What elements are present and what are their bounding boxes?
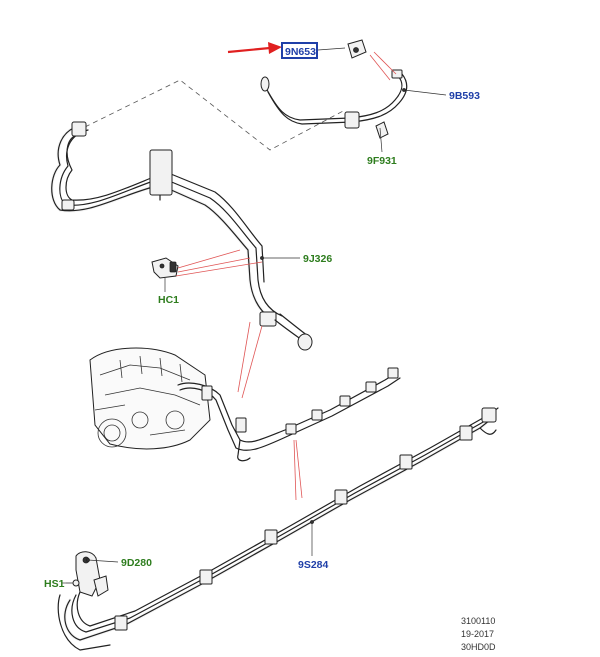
footer-line-2: 19-2017 [461, 629, 494, 639]
pipe-end-fitting [297, 333, 313, 351]
footer-line-3: 30HD0D [461, 642, 496, 652]
pipe-clip-lower [61, 199, 75, 211]
pointer-arrow [227, 42, 282, 54]
pipe-bracket-large [149, 149, 173, 196]
bracket-9d280 [75, 551, 101, 597]
lower-clip-2 [199, 569, 213, 585]
callout-9b593[interactable]: 9B593 [449, 90, 480, 102]
line-clip-e [339, 395, 351, 407]
line-clip-c [285, 423, 297, 435]
line-clip-a [201, 385, 213, 401]
callout-hs1[interactable]: HS1 [44, 578, 65, 590]
callout-9f931[interactable]: 9F931 [367, 155, 397, 167]
callout-leaders [62, 47, 447, 584]
pipe-end-cap [481, 407, 497, 423]
line-clip-g [387, 367, 399, 379]
middle-fuel-line [177, 367, 401, 462]
callout-9j326[interactable]: 9J326 [303, 253, 332, 265]
upper-hose-assembly [260, 39, 408, 139]
lower-clip-4 [334, 489, 348, 505]
highlight-box-9n653 [281, 42, 318, 59]
line-clip-d [311, 409, 323, 421]
pipe-clip-joint [259, 311, 277, 327]
lower-clip-3 [264, 529, 278, 545]
hc1-clip-part [151, 257, 179, 279]
hose-end-connector [260, 76, 270, 92]
line-clip-b [235, 417, 247, 433]
sensor-bolt [353, 47, 359, 53]
callout-hc1[interactable]: HC1 [158, 294, 179, 306]
upper-fuel-pipe-harness [50, 121, 313, 351]
footer-line-1: 3100110 [461, 616, 495, 626]
engine-block [89, 347, 211, 450]
pipe-clip-left [71, 121, 87, 137]
inline-valve [344, 111, 360, 129]
callout-9d280[interactable]: 9D280 [121, 557, 152, 569]
callout-9n653[interactable]: 9N653 [285, 46, 316, 58]
clip-hs1 [72, 579, 80, 587]
lower-fuel-pipe [57, 407, 499, 651]
lower-clip-1 [114, 615, 128, 631]
red-leader-lines [175, 51, 397, 501]
bottom-left-parts [66, 551, 109, 597]
dashed-reference-lines [84, 79, 346, 151]
bracket-9f931 [375, 121, 389, 139]
lower-clip-5 [399, 454, 413, 470]
callout-9s284[interactable]: 9S284 [298, 559, 329, 571]
line-clip-f [365, 381, 377, 393]
lower-clip-6 [459, 425, 473, 441]
